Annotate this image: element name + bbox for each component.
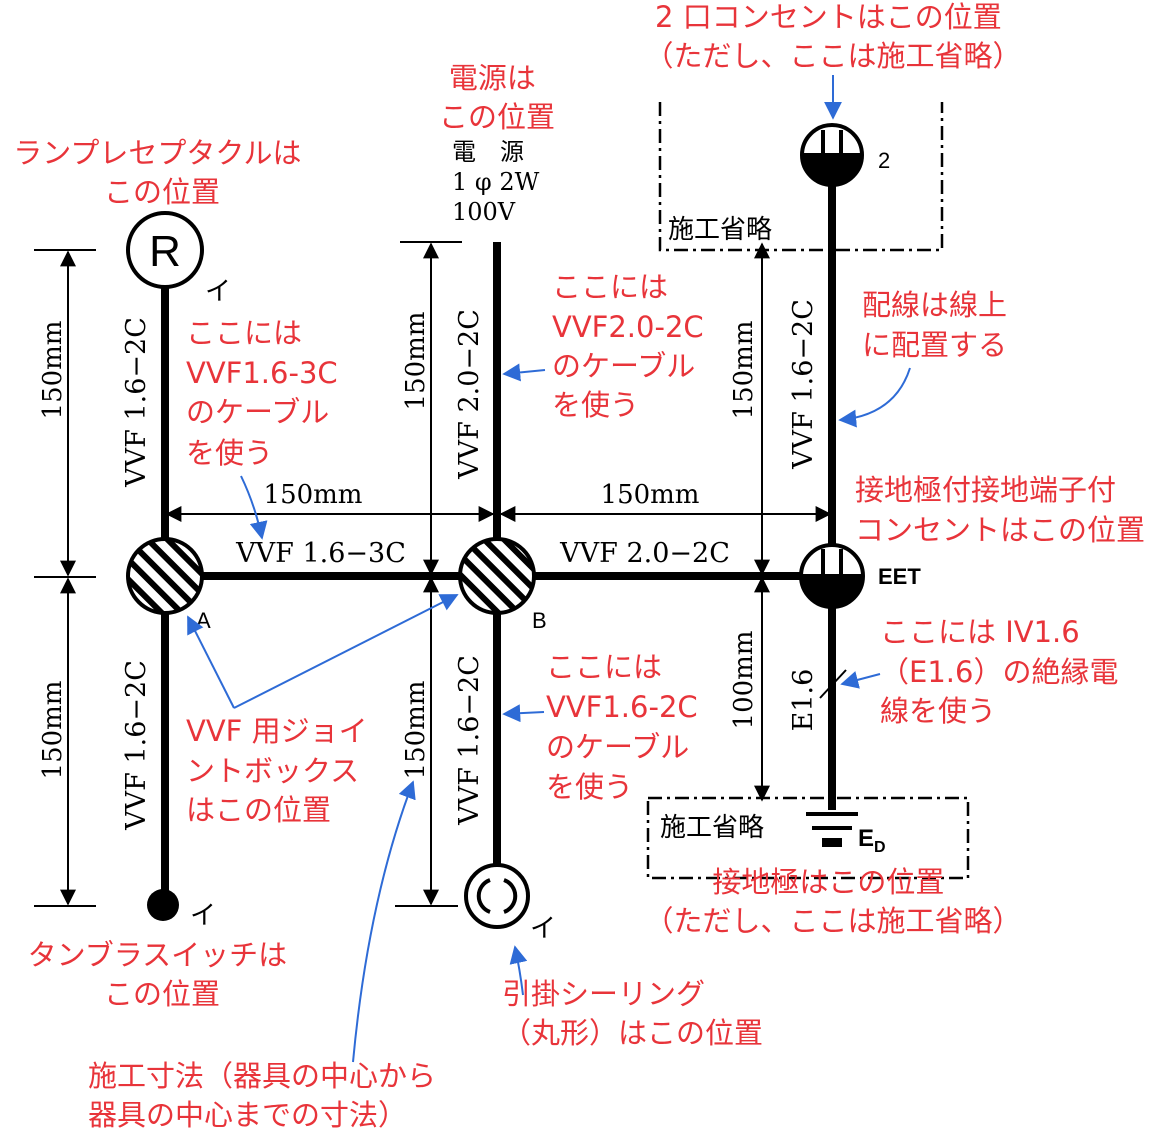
cable-label-box-b-eet: VVF 2.0−2C <box>559 538 730 569</box>
dim-label-horiz-left: 150mm <box>264 480 363 510</box>
dim-label-left-top: 150mm <box>38 321 68 420</box>
lamp-receptacle-symbol: R <box>126 211 204 289</box>
note-vvf20-2c: ここには VVF2.0-2C のケーブル を使う <box>552 270 713 422</box>
eet-outlet-symbol <box>799 543 865 609</box>
dim-label-horiz-right: 150mm <box>601 480 700 510</box>
note-outlet-2: 2 口コンセントはこの位置 （ただし、ここは施工省略） <box>644 0 1021 73</box>
note-ceiling: 引掛シーリング （丸形）はこの位置 <box>502 977 763 1050</box>
switch-symbol <box>147 889 179 921</box>
cable-label-box-a-switch: VVF 1.6−2C <box>121 660 152 831</box>
dim-label-left-bottom: 150mm <box>38 681 68 780</box>
note-lamp: ランプレセプタクルは この位置 <box>13 136 310 209</box>
lamp-receptacle-glyph: R <box>149 227 181 276</box>
note-on-line: 配線は線上 に配置する <box>862 288 1016 362</box>
note-vvf16-2c: ここには VVF1.6-2C のケーブル を使う <box>546 650 707 804</box>
note-power: 電源は この位置 <box>439 61 555 134</box>
cable-label-box-a-box-b: VVF 1.6−3C <box>235 538 406 569</box>
note-eet: 接地極付接地端子付 コンセントはこの位置 <box>855 473 1145 547</box>
dimension-lines <box>34 241 832 907</box>
note-ground: 接地極はこの位置 （ただし、ここは施工省略） <box>644 865 1021 938</box>
dim-label-mid-top: 150mm <box>401 312 431 411</box>
omitted-box-bottom <box>646 796 970 880</box>
joint-box-b-label: B <box>532 608 547 633</box>
ceiling-mark: イ <box>530 914 556 944</box>
cable-label-box-b-ceiling: VVF 1.6−2C <box>454 655 485 826</box>
dim-label-mid-bottom: 150mm <box>401 681 431 780</box>
dim-label-right-bottom: 100mm <box>729 631 759 730</box>
ceiling-rosette-symbol <box>464 863 530 929</box>
ground-symbol <box>806 812 858 847</box>
note-joint-box: VVF 用ジョイ ントボックス はこの位置 <box>186 714 377 827</box>
eet-label: EET <box>878 564 921 589</box>
joint-box-a-label: A <box>196 608 211 633</box>
source-line-3: 100V <box>452 198 516 226</box>
outlet-2-count: 2 <box>878 148 890 173</box>
note-iv16: ここには IV1.6 （E1.6）の絶縁電 線を使う <box>880 615 1128 728</box>
cable-label-eet-ground: E1.6 <box>788 669 819 732</box>
cable-label-source-box-b: VVF 2.0−2C <box>454 309 485 480</box>
note-vvf16-3c: ここには VVF1.6-3C のケーブル を使う <box>186 316 347 470</box>
source-line-1: 電 源 <box>452 138 524 166</box>
outlet-2-symbol <box>800 123 864 187</box>
switch-mark: イ <box>190 901 216 931</box>
dim-label-right-top: 150mm <box>729 321 759 420</box>
cable-label-eet-outlet: VVF 1.6−2C <box>788 299 819 470</box>
note-switch: タンブラスイッチは この位置 <box>28 938 297 1011</box>
omitted-box-top <box>658 102 944 252</box>
ground-label: ED <box>858 825 886 856</box>
pointer-arrows <box>187 75 911 1063</box>
omitted-label-bottom: 施工省略 <box>660 813 764 843</box>
lamp-mark: イ <box>205 277 231 307</box>
omitted-label-top: 施工省略 <box>668 215 772 245</box>
joint-box-b-symbol <box>458 537 536 615</box>
cable-label-lamp-box-a: VVF 1.6−2C <box>121 317 152 488</box>
note-dimension: 施工寸法（器具の中心から 器具の中心までの寸法） <box>88 1059 445 1132</box>
joint-box-a-symbol <box>126 537 204 615</box>
source-line-2: 1 φ 2W <box>452 168 540 196</box>
